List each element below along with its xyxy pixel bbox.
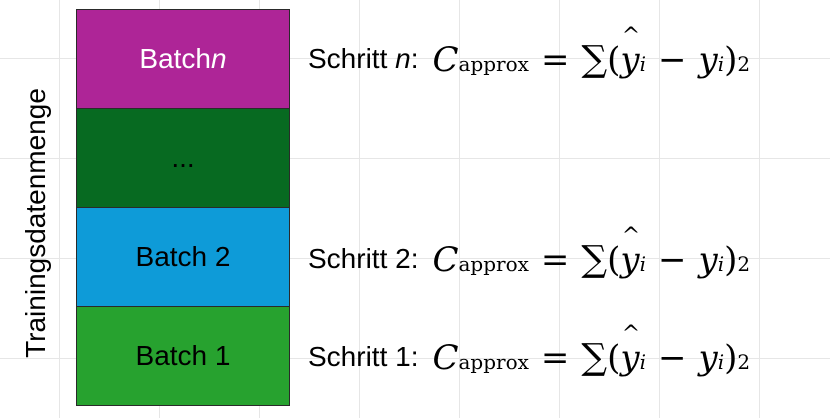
batch-ellipsis-label: ... [171,142,195,173]
batch-1-block: Batch 1 [77,307,289,405]
batch-2-label: Batch 2 [135,241,231,272]
batch-ellipsis-block: ... [77,109,289,208]
training-set-axis-label: Trainingsdatenmenge [20,88,51,358]
batch-1-label: Batch 1 [135,340,231,371]
step-n-label: Schritt n: [308,43,419,74]
batch-n-label: Batch [139,43,212,74]
batch-stack: Batch n ... Batch 2 Batch 1 [76,9,290,406]
step-2-label: Schritt 2: [308,243,419,274]
step-1-label: Schritt 1: [308,341,419,372]
batch-2-block: Batch 2 [77,208,289,307]
batch-n-block: Batch n [77,10,289,109]
batch-n-variable: n [211,43,227,74]
